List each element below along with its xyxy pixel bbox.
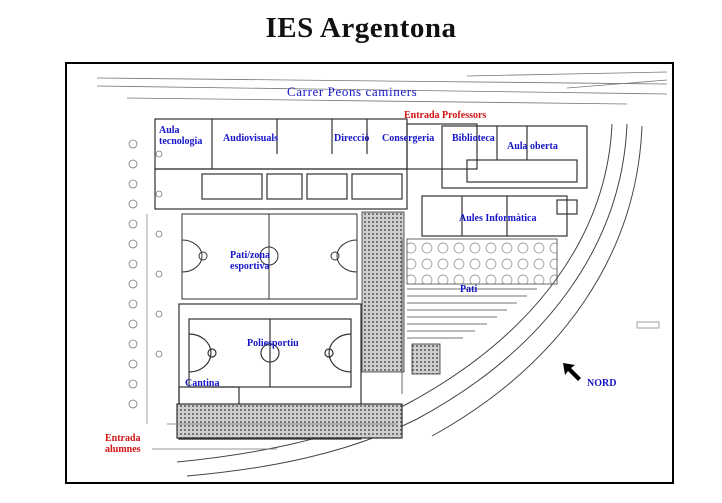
gymnasium-label: Poliesportiu	[247, 338, 299, 349]
canteen-label: Cantina	[185, 378, 220, 389]
hatched-corridor-lower	[411, 343, 441, 375]
entrance-teachers-label: Entrada Professors	[404, 110, 487, 121]
computer-rooms-label: Aules Informàtica	[459, 213, 537, 224]
street-label: Carrer Peons caminers	[287, 84, 418, 99]
library-label: Biblioteca	[452, 133, 495, 144]
audiovisual-room-label: Audiovisuals	[223, 133, 279, 144]
technology-room-label: Aula tecnologia	[159, 125, 203, 147]
concierge-label: Consergeria	[382, 133, 435, 144]
yard-right	[401, 238, 558, 394]
open-classroom-label: Aula oberta	[507, 141, 558, 152]
gymnasium	[176, 303, 403, 440]
yard-label: Pati	[460, 284, 478, 295]
page-title: IES Argentona	[265, 12, 457, 44]
misc-plan-lines	[146, 214, 660, 450]
direction-office-label: Direcció	[334, 133, 370, 144]
tree-row-left	[128, 139, 163, 409]
site-boundary	[176, 123, 643, 477]
floor-plan-drawing	[96, 71, 668, 477]
entrance-students-label: Entrada alumnes	[105, 433, 141, 455]
street-lines	[96, 71, 668, 105]
hatched-corridor	[361, 211, 405, 373]
sports-yard-label: Pati/zona esportiva	[230, 250, 270, 272]
arrow-up-left-icon	[563, 363, 581, 381]
site-plan: Carrer Peons caminers Entrada Professors…	[65, 62, 674, 484]
main-building	[154, 118, 588, 237]
north-label: NORD	[587, 378, 617, 389]
sports-court-upper	[181, 213, 358, 300]
